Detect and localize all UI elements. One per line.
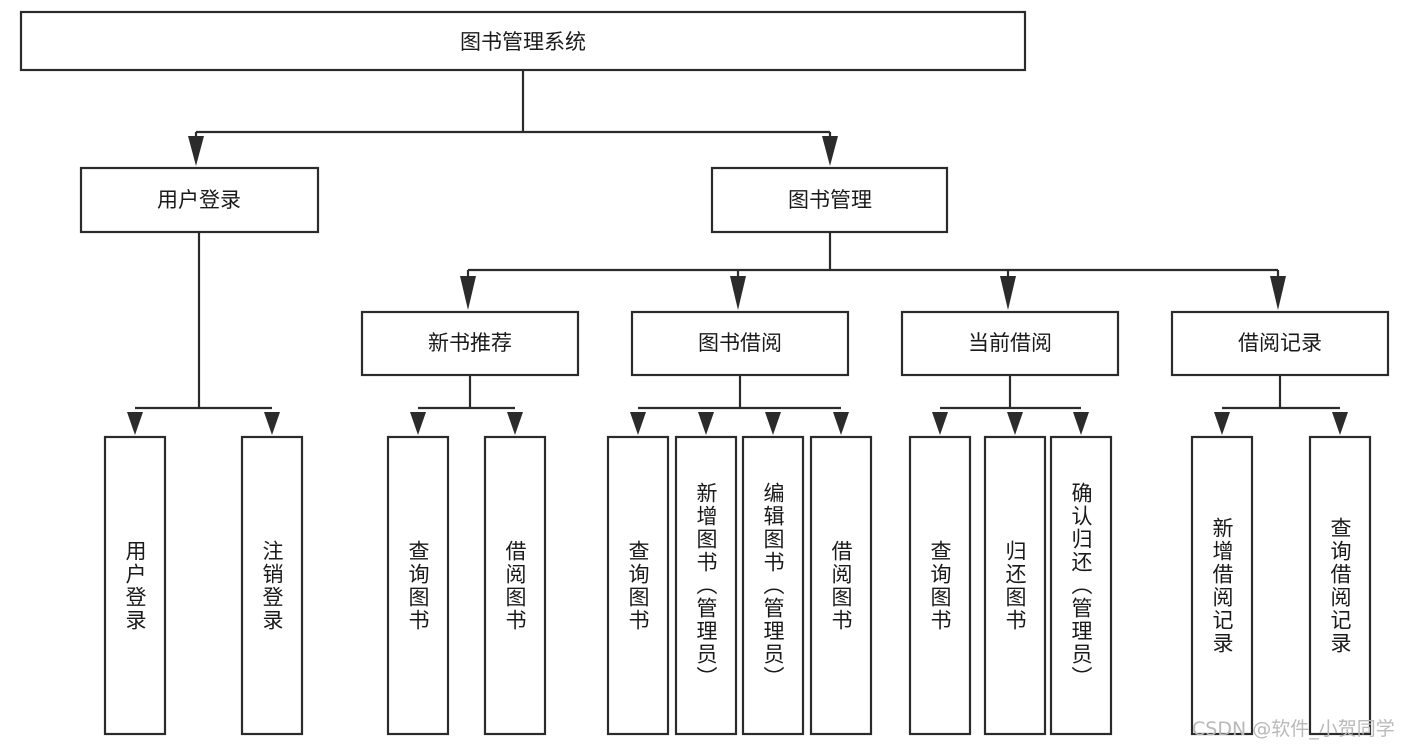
arrowhead-to-leaf-borrow-book-1 — [507, 412, 523, 435]
connector-group-book-manage — [460, 232, 1286, 310]
node-leaf-confirm-return-label: 确认归还（管理员） — [1069, 482, 1094, 689]
node-book-borrow-box[interactable] — [630, 310, 850, 377]
node-leaf-confirm-return-box[interactable] — [1049, 435, 1113, 736]
arrowhead-to-leaf-return-book — [1007, 412, 1023, 435]
connector-group-borrow-record — [1214, 375, 1348, 435]
arrowhead-to-user-login — [188, 136, 204, 166]
node-current-borrow-box[interactable] — [900, 310, 1120, 377]
node-leaf-edit-book-label: 编辑图书（管理员） — [761, 482, 786, 689]
arrowhead-to-leaf-query-record — [1332, 412, 1348, 435]
arrowhead-to-borrow-record — [1270, 276, 1286, 310]
node-leaf-user-login-label: 用户登录 — [123, 539, 148, 632]
node-leaf-add-book-label: 新增图书（管理员） — [694, 482, 719, 689]
node-leaf-query-book-1-box[interactable] — [386, 435, 450, 736]
arrowhead-to-leaf-query-book-2 — [630, 412, 646, 435]
node-leaf-add-record-label: 新增借阅记录 — [1210, 516, 1235, 655]
node-leaf-add-record-box[interactable] — [1190, 435, 1254, 736]
arrowhead-to-book-manage — [822, 136, 838, 166]
node-leaf-return-book-label: 归还图书 — [1003, 539, 1028, 632]
arrowhead-to-leaf-user-logout — [264, 412, 280, 435]
node-leaf-query-book-2-label: 查询图书 — [626, 539, 651, 632]
node-root-box[interactable] — [19, 10, 1027, 72]
arrowhead-to-book-borrow — [730, 276, 746, 310]
connector-group-root — [188, 70, 838, 166]
node-leaf-query-book-2-box[interactable] — [606, 435, 670, 736]
arrowhead-to-leaf-add-record — [1214, 412, 1230, 435]
connector-group-book-borrow — [630, 375, 849, 435]
arrowhead-to-leaf-user-login — [127, 412, 143, 435]
csdn-watermark: CSDN @软件_小贺同学 — [1192, 718, 1395, 740]
node-user-login-box[interactable] — [79, 166, 320, 234]
node-current-borrow-label: 当前借阅 — [968, 331, 1052, 355]
node-leaf-query-record-label: 查询借阅记录 — [1328, 516, 1353, 655]
node-book-manage-box[interactable] — [710, 166, 949, 234]
node-leaf-user-logout-box[interactable] — [240, 435, 304, 736]
connector-group-user-login — [127, 232, 280, 435]
node-leaf-user-login-box[interactable] — [103, 435, 167, 736]
node-leaf-return-book-box[interactable] — [983, 435, 1047, 736]
arrowhead-to-leaf-query-book-1 — [410, 412, 426, 435]
node-leaf-borrow-book-1-label: 借阅图书 — [503, 539, 528, 632]
node-leaf-edit-book-box[interactable] — [741, 435, 805, 736]
node-leaf-user-logout-label: 注销登录 — [260, 539, 285, 632]
node-leaf-borrow-book-1-box[interactable] — [483, 435, 547, 736]
arrowhead-to-leaf-confirm-return — [1073, 412, 1089, 435]
arrowhead-to-new-book-recommend — [460, 276, 476, 310]
node-borrow-record-label: 借阅记录 — [1238, 331, 1322, 355]
node-new-book-recommend-label: 新书推荐 — [428, 331, 512, 355]
node-leaf-borrow-book-2-box[interactable] — [809, 435, 873, 736]
node-leaf-query-record-box[interactable] — [1308, 435, 1372, 736]
node-leaf-add-book-box[interactable] — [674, 435, 738, 736]
node-leaf-query-book-3-box[interactable] — [908, 435, 972, 736]
arrowhead-to-leaf-query-book-3 — [932, 412, 948, 435]
arrowhead-to-leaf-edit-book — [765, 412, 781, 435]
node-borrow-record-box[interactable] — [1170, 310, 1390, 377]
node-book-borrow-label: 图书借阅 — [698, 331, 782, 355]
connector-group-new-book-recommend — [410, 375, 523, 435]
node-book-manage-label: 图书管理 — [788, 188, 872, 212]
arrowhead-to-leaf-borrow-book-2 — [833, 412, 849, 435]
connector-group-current-borrow — [932, 375, 1089, 435]
arrowhead-to-current-borrow — [1000, 276, 1016, 310]
arrowhead-to-leaf-add-book — [698, 412, 714, 435]
node-new-book-recommend-box[interactable] — [360, 310, 580, 377]
node-leaf-borrow-book-2-label: 借阅图书 — [829, 539, 854, 632]
node-root-label: 图书管理系统 — [460, 30, 586, 54]
node-leaf-query-book-3-label: 查询图书 — [928, 539, 953, 632]
node-user-login-label: 用户登录 — [157, 188, 241, 212]
node-leaf-query-book-1-label: 查询图书 — [406, 539, 431, 632]
